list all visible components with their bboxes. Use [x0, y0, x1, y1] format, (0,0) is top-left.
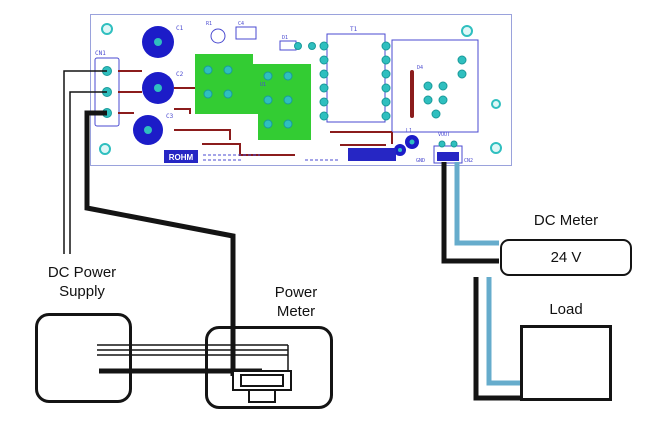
through-hole-pads	[102, 41, 467, 148]
dc-meter-label: DC Meter	[533, 212, 599, 229]
power-meter-label-line1: Power	[274, 284, 318, 301]
inductor-and-output-caps	[394, 135, 419, 156]
pcb-artwork: ROHM CN1 C1 C2 C3 C4 R1 D1 U1 T1 D4 L1 C…	[90, 14, 512, 166]
power-meter-label: Power Meter	[246, 283, 346, 321]
copper-traces	[118, 70, 393, 156]
r1-label: R1	[206, 21, 212, 27]
dc-power-supply-label: DC Power Supply	[32, 263, 132, 301]
cn2-label: CN2	[464, 158, 473, 164]
output-wires-to-dc-meter	[441, 162, 499, 264]
c2-label: C2	[176, 71, 184, 78]
u1-label: U1	[260, 82, 266, 88]
capacitor-c2-pad	[154, 84, 162, 92]
t1-label: T1	[350, 26, 358, 33]
d4-label: D4	[417, 65, 423, 71]
load-label: Load	[549, 301, 583, 318]
power-meter-label-line2: Meter	[276, 303, 316, 320]
output-cap-pad	[398, 148, 402, 152]
c1-label: C1	[176, 25, 184, 32]
c4-label: C4	[238, 21, 244, 27]
copper-pour	[195, 54, 311, 140]
output-connector-body	[437, 152, 459, 161]
dc-meter-reading: 24 V	[550, 249, 582, 266]
wires-to-load	[473, 277, 521, 401]
dc-meter-box: 24 V	[500, 239, 632, 276]
l1-label: L1	[406, 128, 412, 134]
bottom-component	[348, 148, 396, 161]
heatsink-outline	[391, 39, 479, 133]
inductor-l1-pad	[409, 139, 415, 145]
blue-wire-pcb-to-dc-meter	[454, 162, 499, 246]
rohm-logo: ROHM	[164, 150, 198, 163]
pcb-board: ROHM CN1 C1 C2 C3 C4 R1 D1 U1 T1 D4 L1 C…	[90, 14, 512, 166]
black-wire-pcb-to-dc-meter	[441, 162, 499, 264]
cn1-label: CN1	[95, 50, 106, 57]
gnd-label: GND	[416, 158, 425, 164]
capacitor-c1-pad	[154, 38, 162, 46]
dc-power-supply-box	[35, 313, 132, 403]
dc-power-supply-label-line2: Supply	[59, 283, 105, 300]
c3-label: C3	[166, 113, 174, 120]
dc-power-supply-label-line1: DC Power	[47, 264, 117, 281]
rohm-logo-text: ROHM	[169, 153, 194, 162]
blue-wire-dc-meter-to-load	[486, 277, 521, 386]
vout-label: VOUT	[438, 132, 450, 138]
r1-outline	[210, 28, 226, 44]
black-wire-dc-meter-to-load	[473, 277, 521, 401]
d1-label: D1	[282, 35, 288, 41]
load-box	[520, 325, 612, 401]
capacitor-c3-pad	[144, 126, 152, 134]
power-meter-box	[205, 326, 333, 409]
c4-outline	[235, 26, 257, 40]
